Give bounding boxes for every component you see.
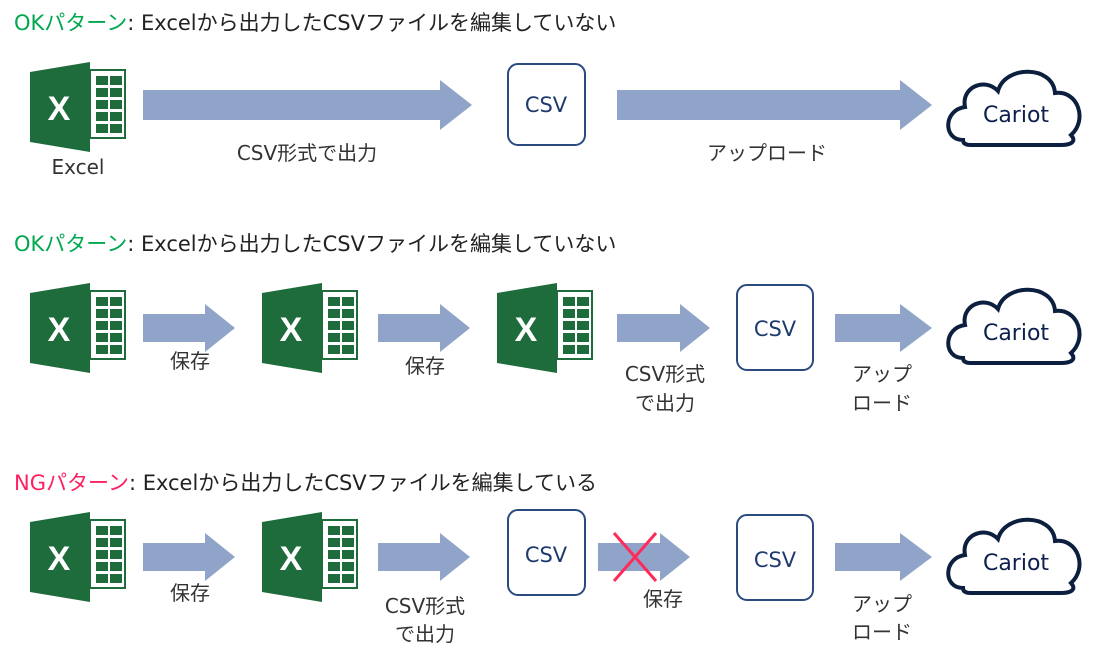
csv-file-box [736, 514, 814, 601]
row-1-title: OKパターン: Excelから出力したCSVファイルを編集していない [14, 11, 616, 35]
row-3-title: NGパターン: Excelから出力したCSVファイルを編集している [14, 471, 597, 495]
arrow-label: CSV形式 [625, 362, 705, 386]
excel-label: Excel [52, 155, 105, 179]
arrow-icon [598, 533, 690, 581]
arrow-label: CSV形式で出力 [237, 141, 377, 165]
excel-icon [29, 511, 126, 603]
csv-file-box [507, 509, 586, 596]
arrow-icon [143, 533, 235, 581]
arrow-icon [143, 80, 472, 130]
csv-label: CSV [525, 93, 568, 117]
arrow-label: 保存 [170, 581, 210, 605]
arrow-icon [378, 304, 470, 352]
arrow-label: 保存 [405, 354, 445, 378]
csv-file-box [507, 63, 586, 146]
csv-label: CSV [754, 317, 797, 341]
row-2-title: OKパターン: Excelから出力したCSVファイルを編集していない [14, 232, 616, 256]
excel-icon [496, 282, 593, 374]
cloud-label: Cariot [983, 103, 1049, 128]
cross-icon [612, 532, 658, 582]
cloud-label: Cariot [983, 321, 1049, 346]
arrow-label: で出力 [635, 391, 695, 415]
arrow-icon [835, 304, 932, 352]
arrow-icon [617, 80, 932, 130]
arrow-label: で出力 [395, 622, 455, 646]
arrow-icon [143, 304, 235, 352]
arrow-icon [378, 533, 470, 581]
row-2: OKパターン: Excelから出力したCSVファイルを編集していない 保存 保存… [14, 232, 1082, 415]
csv-label: CSV [525, 543, 568, 567]
row-3: NGパターン: Excelから出力したCSVファイルを編集している 保存 CSV… [14, 471, 1082, 646]
arrow-label: 保存 [170, 349, 210, 373]
arrow-label: 保存 [643, 587, 683, 611]
arrow-icon [617, 304, 710, 352]
arrow-label: アップロード [707, 141, 827, 165]
excel-icon [29, 61, 126, 153]
arrow-label: アップ [852, 592, 912, 616]
row-1: OKパターン: Excelから出力したCSVファイルを編集していない Excel… [14, 11, 1082, 179]
arrow-label: アップ [852, 362, 912, 386]
arrow-label: ロード [852, 391, 912, 415]
excel-icon [261, 282, 358, 374]
cloud-label: Cariot [983, 551, 1049, 576]
arrow-label: ロード [852, 620, 912, 644]
csv-label: CSV [754, 548, 797, 572]
excel-icon [261, 511, 358, 603]
arrow-icon [835, 533, 932, 581]
csv-file-box [736, 284, 814, 371]
arrow-label: CSV形式 [385, 594, 465, 618]
excel-icon [29, 282, 126, 374]
